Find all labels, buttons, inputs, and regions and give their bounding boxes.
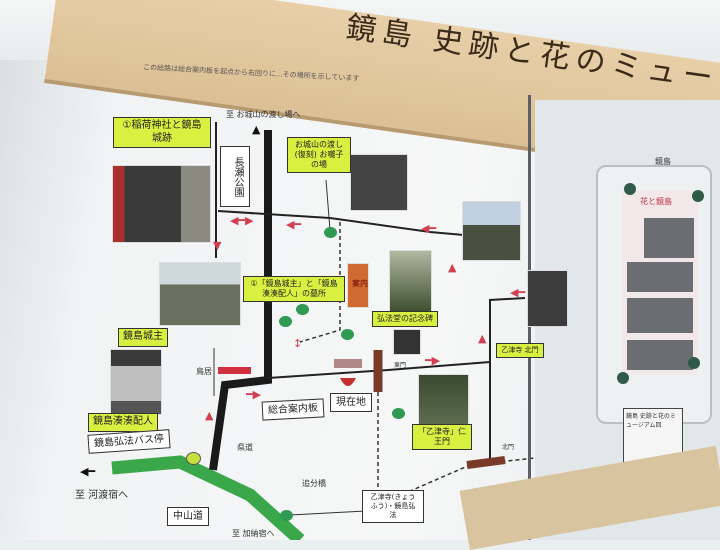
direction-arrow-icon: ▲: [448, 261, 457, 274]
road-line: [387, 361, 491, 371]
direction-arrow-icon: ◀━: [286, 218, 302, 231]
label-info-board: 総合案内板: [261, 398, 325, 421]
poster-photo: [627, 262, 693, 292]
label-torii: 鳥居: [196, 367, 212, 376]
grave-photo: [159, 262, 241, 326]
label-nakasendo: 中山道: [167, 507, 209, 526]
direction-arrow-icon: ▲: [478, 332, 487, 345]
monument-photo: [389, 250, 432, 312]
pin-icon: [692, 190, 704, 202]
label-oiwake-bridge: 追分橋: [302, 479, 326, 488]
pin-icon: [688, 357, 700, 369]
info-board-mark: [334, 359, 362, 368]
road-line: [267, 369, 389, 379]
direction-arrow-icon: ━▶: [425, 354, 441, 367]
label-watashi: お城山の渡し (復刻) お囃子の場: [287, 137, 351, 173]
poster-photo: [627, 340, 693, 370]
label-minato: 鏡島湊湊配人: [88, 413, 158, 432]
label-nagase-park: 長瀬公園: [220, 146, 250, 207]
temple-path: [299, 222, 341, 343]
torii-mark: [218, 367, 251, 374]
shrine-photo: [112, 165, 211, 243]
label-kitamon-small: 北門: [502, 444, 515, 451]
label-to-oshiroyama: 至 お城山の渡し場へ: [226, 110, 301, 119]
panel-header: 鏡島: [655, 157, 671, 166]
label-kobo: 乙津寺(きょうふう)・鏡島弘法: [362, 490, 424, 524]
direction-arrow-icon: ◀━▶: [230, 214, 254, 227]
label-monument: 弘法堂の記念碑: [372, 311, 438, 327]
label-kitamon: 乙津寺 北門: [496, 343, 544, 358]
location-dot: [324, 227, 337, 238]
temple-photo: [462, 201, 521, 261]
direction-arrow-icon: ▼: [213, 239, 222, 252]
poster-title: 花と鏡島: [640, 197, 672, 206]
pin-icon: [624, 183, 636, 195]
current-location-mark: [340, 378, 356, 386]
location-dot: [341, 329, 354, 340]
label-castle-lord: 鏡島城主: [118, 328, 168, 347]
kitamon-photo: [527, 270, 568, 327]
poster-photo: [644, 218, 694, 258]
pin-icon: [617, 372, 629, 384]
direction-arrow-icon: ▲: [205, 409, 214, 422]
location-dot: [296, 304, 309, 315]
north-arrow-icon: ▲: [252, 123, 261, 136]
direction-arrow-icon: ◀━: [510, 286, 526, 299]
label-sanmon: 「乙津寺」仁王門: [412, 424, 472, 450]
label-to-godo: 至 河渡宿へ: [75, 490, 129, 501]
direction-arrow-icon: ↕: [293, 337, 303, 350]
direction-arrow-icon: ━▶: [246, 388, 262, 401]
direction-arrow-icon: ◀━: [421, 222, 437, 235]
label-inari-shrine: ①稲荷神社と鏡島城跡: [113, 117, 211, 148]
bridge-dot: [280, 510, 293, 521]
orange-sign: 案内: [347, 263, 369, 308]
niomon-photo: [418, 374, 469, 430]
label-current-location: 現在地: [330, 393, 372, 412]
castle-lord-photo: [110, 349, 162, 415]
road-line: [489, 297, 526, 460]
location-dot: [279, 316, 292, 327]
poster: 花と鏡島: [622, 190, 698, 375]
watashi-photo: [350, 154, 408, 211]
location-dot: [392, 408, 405, 419]
label-kendo: 県道: [237, 443, 253, 452]
label-grave: ①「鏡島城主」と「鏡島湊湊配人」の墓所: [243, 276, 345, 302]
leader-line: [325, 179, 331, 231]
label-to-kano: 至 加納宿へ: [232, 529, 275, 538]
gate-photo: [393, 329, 421, 355]
west-arrow-icon: ◀━: [80, 465, 96, 478]
bus-stop-dot: [186, 452, 201, 465]
gate-bar: [466, 456, 506, 469]
poster-photo: [627, 298, 693, 333]
label-higashimon: 東門: [394, 362, 407, 369]
nakasendo-road: [111, 455, 305, 540]
prefectural-road: [209, 130, 272, 471]
